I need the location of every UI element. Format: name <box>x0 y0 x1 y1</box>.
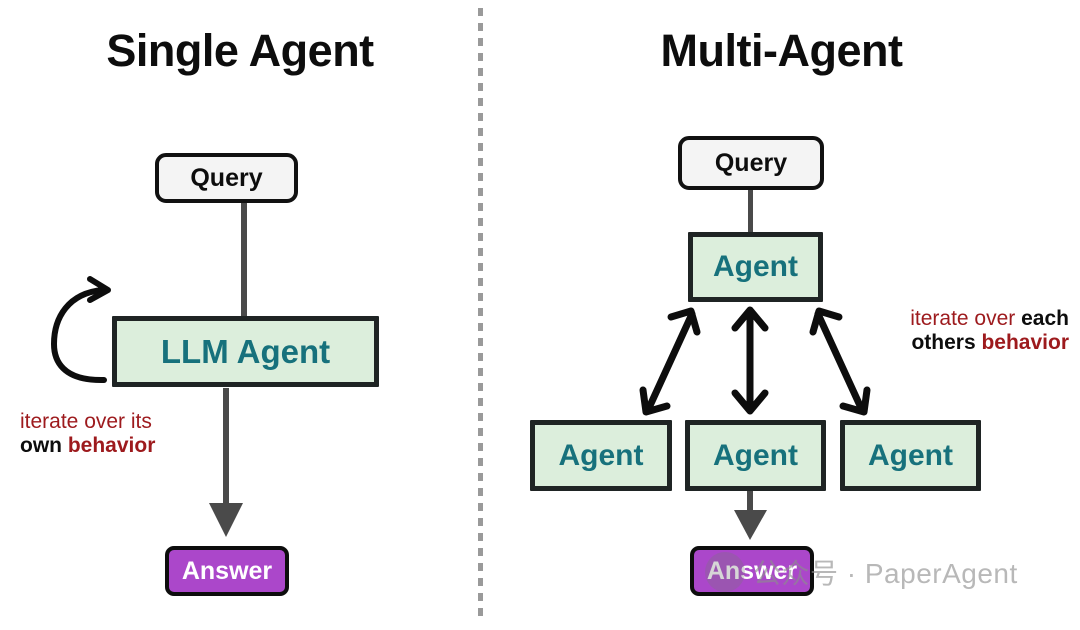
node-llm-agent[interactable]: LLM Agent <box>112 316 379 387</box>
node-query-left[interactable]: Query <box>155 153 298 203</box>
annotation-single-line-2: own behavior <box>20 434 155 458</box>
annotation-text-behavior: behavior <box>67 434 156 458</box>
annotation-multi-line-2: others behavior <box>869 331 1069 355</box>
self-loop-arrow-icon <box>50 276 111 384</box>
node-agent-center[interactable]: Agent <box>685 420 826 491</box>
annotation-text-iterate-over: iterate over <box>910 307 1016 330</box>
panel-title-multi-agent: Multi-Agent <box>660 25 903 76</box>
node-agent-right[interactable]: Agent <box>840 420 981 491</box>
annotation-text-each: each <box>1021 307 1069 330</box>
bidirectional-arrow-left <box>639 307 701 416</box>
bidirectional-arrow-center <box>731 306 769 415</box>
node-query-right[interactable]: Query <box>678 136 824 190</box>
arrow-llm-agent-to-answer <box>209 388 243 537</box>
connector-query-to-llm-agent <box>241 196 247 324</box>
node-answer-right[interactable]: Answer <box>690 546 814 596</box>
annotation-single-line-1: iterate over its <box>20 410 155 434</box>
annotation-multi-agent: iterate over each others behavior <box>869 307 1069 355</box>
connector-query-to-agent <box>748 183 753 239</box>
node-agent-left[interactable]: Agent <box>530 420 672 491</box>
annotation-text-iterate-over-its: iterate over its <box>20 410 152 433</box>
annotation-text-behavior-multi: behavior <box>981 331 1069 355</box>
arrow-agent-to-answer <box>734 490 767 540</box>
panel-title-single-agent: Single Agent <box>106 25 374 76</box>
node-answer-left[interactable]: Answer <box>165 546 289 596</box>
panel-divider <box>478 8 483 622</box>
annotation-multi-line-1: iterate over each <box>869 307 1069 331</box>
node-agent-top[interactable]: Agent <box>688 232 823 302</box>
annotation-text-own: own <box>20 434 62 458</box>
annotation-text-others: others <box>911 331 976 355</box>
bidirectional-arrow-right <box>809 307 871 416</box>
annotation-single-agent: iterate over its own behavior <box>20 410 155 458</box>
